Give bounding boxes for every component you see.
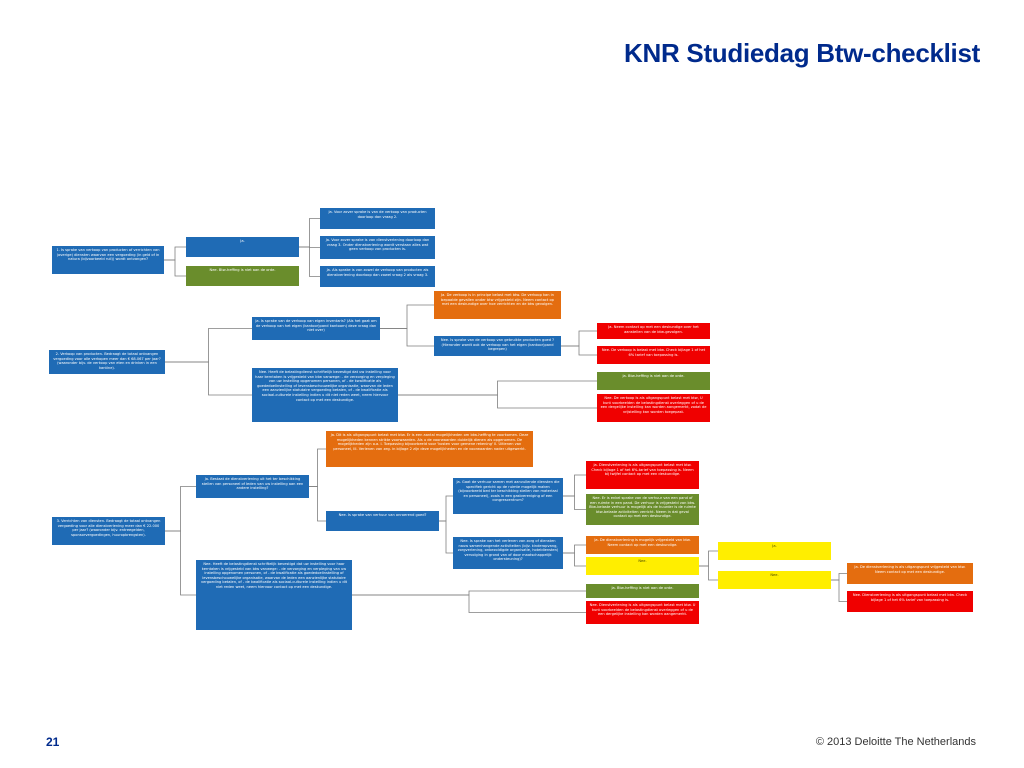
flowchart-node-q2: 2. Verkoop van producten. Bedraagt de to… (49, 350, 165, 374)
connector-q3-ja-nee-to-q3-vh-ja (439, 495, 453, 522)
flowchart-node-q3-ja-nee: Nee. Is sprake van verhuur van onroerend… (326, 511, 439, 531)
flowchart-node-q3: 3. Verrichten van diensten. Bedraagt de … (52, 517, 165, 545)
flowchart-node-r5: Ja. Btw-heffing is niet aan de orde. (586, 584, 699, 598)
connector-q3-ja-to-q3-ja-nee (309, 486, 326, 522)
connector-q3-ja-nee-to-q3-vh-nee (439, 520, 453, 554)
connector-r4-to-y2 (699, 565, 718, 581)
flowchart-node-r4: Nee. (586, 557, 699, 575)
connector-q2-to-q2-nee (165, 361, 252, 396)
flowchart-node-q1-ja-3: Ja. Als sprake is van zowel de verkoop v… (320, 266, 435, 287)
connector-q2-nee-to-q2-nee-nee (398, 394, 597, 409)
flowchart-node-q3-vh-ja: Ja. Gaat de verhuur samen met aanvullend… (453, 478, 563, 514)
connector-q1-to-q1-nee (164, 259, 186, 277)
connector-q2-ja-to-q2-ja-nee (380, 328, 434, 347)
connector-q3-vh-nee-to-r4 (563, 552, 586, 567)
flowchart-node-q3-oranje: Ja. Dit is als uitgangspunt belast met b… (326, 431, 533, 467)
connector-q2-to-q2-ja (165, 328, 252, 363)
page-number: 21 (46, 735, 60, 749)
connector-q3-vh-ja-to-r1 (563, 474, 586, 497)
flowchart-node-q2-nee: Nee. Heeft de belastingdienst schrifteli… (252, 368, 398, 422)
flowchart-node-q2-nee-ja: Ja. Btw-heffing is niet aan de orde. (597, 372, 710, 390)
connector-q1-ja-to-q1-ja-1 (299, 218, 320, 248)
flowchart-node-o-end: Ja. De dienstverlening is als uitgangspu… (847, 563, 973, 584)
connector-y2-to-r-end (831, 579, 847, 602)
flowchart-node-q1-nee: Nee. Btw-heffing is niet aan de orde. (186, 266, 299, 286)
connector-q1-to-q1-ja (164, 246, 186, 261)
connector-q3-to-q3-ja (165, 486, 196, 532)
flowchart-node-r6: Nee. Dienstverlening is als uitgangspunt… (586, 601, 699, 624)
flowchart-node-q1: 1. Is sprake van verkoop van producten o… (52, 246, 164, 274)
flowchart-node-r-end: Nee. Dienstverlening is als uitgangspunt… (847, 591, 973, 612)
page-title: KNR Studiedag Btw-checklist (624, 38, 980, 68)
flowchart-node-q2-ja-ja: Ja. De verkoop is in principe belast met… (434, 291, 561, 319)
connector-q3-to-q3-nee (165, 530, 196, 596)
flowchart-node-q2-ja-nee-ja: Ja. Neem contact op met een deskundige o… (597, 323, 710, 339)
flowchart-node-q2-ja: Ja. Is sprake van de verkoop van eigen i… (252, 317, 380, 340)
flowchart-node-r1: Ja. Dienstverlening is als uitgangspunt … (586, 461, 699, 489)
connector-q3-nee-to-r5 (352, 590, 586, 596)
flowchart-node-q2-ja-nee: Nee. Is sprake van de verkoop van gebrui… (434, 336, 561, 356)
connector-q3-ja-to-q3-oranje (309, 448, 326, 487)
flowchart-node-y2: Nee. (718, 571, 831, 589)
connector-q1-ja-to-q1-ja-3 (299, 246, 320, 277)
copyright-notice: © 2013 Deloitte The Netherlands (815, 736, 976, 748)
flowchart-node-q1-ja-1: Ja. Voor zover sprake is van de verkoop … (320, 208, 435, 229)
flowchart-node-q3-nee: Nee. Heeft de belastingdienst schrifteli… (196, 560, 352, 630)
connector-q2-ja-nee-to-q2-ja-nee-ja (561, 330, 597, 347)
flowchart-node-r3: Ja. De dienstverlening is mogelijk vrijg… (586, 536, 699, 554)
flowchart-node-q3-vh-nee: Nee. Is sprake van het verlenen van zorg… (453, 537, 563, 569)
connector-q3-vh-nee-to-r3 (563, 544, 586, 554)
flowchart-node-q2-ja-nee-nee: Nee. De verkoop is belast met btw. Check… (597, 346, 710, 364)
connector-y2-to-o-end (831, 573, 847, 581)
flowchart-node-q1-ja-2: Ja. Voor zover sprake is van dienstverle… (320, 236, 435, 259)
connector-q2-nee-to-q2-nee-ja (398, 380, 597, 396)
connector-q2-ja-nee-to-q2-ja-nee-nee (561, 345, 597, 356)
flowchart-node-r2: Nee. Er is enkel sprake van de verhuur v… (586, 494, 699, 525)
flowchart-node-q1-ja: Ja. (186, 237, 299, 257)
flowchart-node-q3-ja: Ja. Bestaat de dienstverlening uit het t… (196, 475, 309, 498)
connector-q2-ja-to-q2-ja-ja (380, 304, 434, 329)
connector-r4-to-y1 (699, 550, 718, 567)
flowchart-node-y1: Ja. (718, 542, 831, 560)
connector-q3-nee-to-r6 (352, 594, 586, 613)
connector-q3-vh-ja-to-r2 (563, 495, 586, 510)
flowchart-node-q2-nee-nee: Nee. De verkoop is als uitgangspunt bela… (597, 394, 710, 422)
